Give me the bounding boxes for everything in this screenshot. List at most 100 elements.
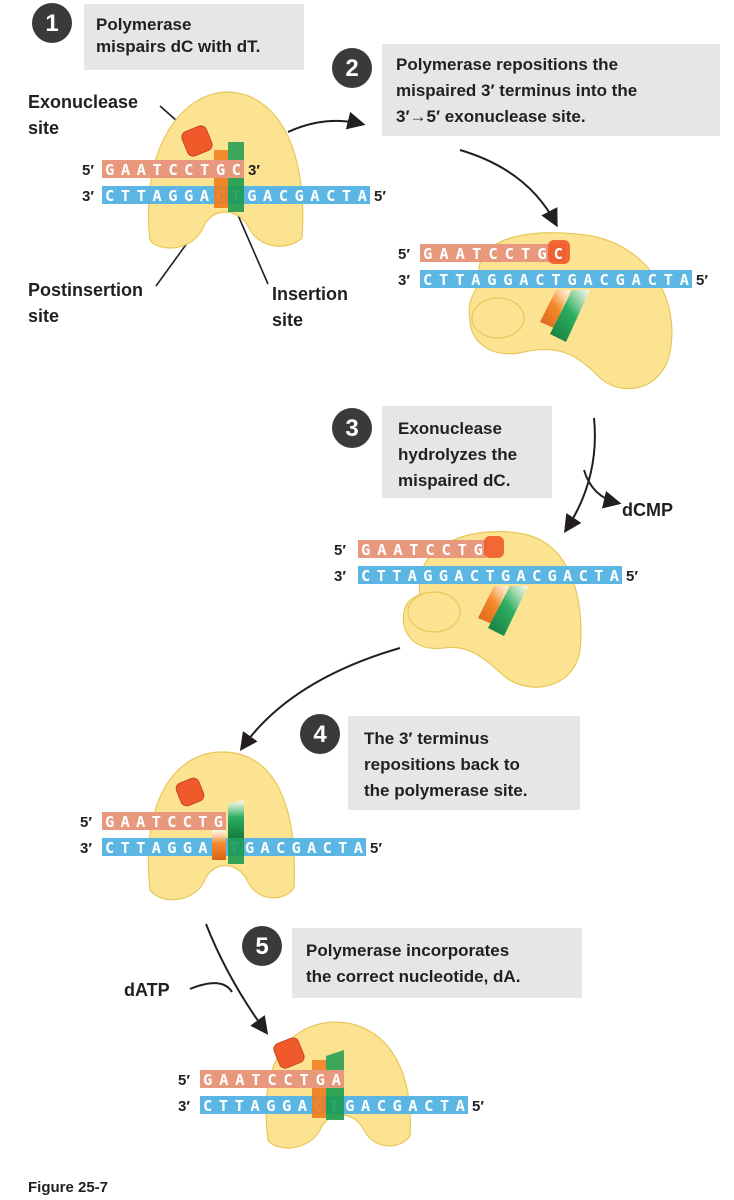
top-strand-seq-step-1: GAATCCTGC <box>105 161 241 179</box>
arrow-dcmp-release <box>583 469 622 509</box>
step-1-number: 1 <box>45 10 58 37</box>
top-5prime-step-3: 5′ <box>334 542 346 559</box>
step-5-line-2: the correct nucleotide, dA. <box>306 967 520 986</box>
postinsertion-site-marker-bottom <box>214 178 228 208</box>
step-3-line-3: mispaired dC. <box>398 471 510 490</box>
datp-label: dATP <box>124 980 170 1000</box>
postinsertion-site-marker <box>212 830 226 860</box>
step-4-badge <box>300 714 340 754</box>
step-1-line-1: Polymerase <box>96 15 191 34</box>
step-1: 1 Polymerase mispairs dC with dT. <box>32 3 304 70</box>
insertion-site-label-2: site <box>272 310 303 330</box>
dcmp-label: dCMP <box>622 500 673 520</box>
arrow-step5-down <box>205 923 269 1035</box>
bottom-5prime-step-5: 5′ <box>472 1098 484 1115</box>
step-3-badge <box>332 408 372 448</box>
step-2: 2 Polymerase repositions the mispaired 3… <box>332 44 720 136</box>
insertion-site-pointer <box>233 205 269 285</box>
top-5prime-step-1: 5′ <box>82 162 94 179</box>
insertion-site-marker-bottom <box>326 1088 344 1120</box>
polymerase-step-5: GAATCCTGA 5′ CTTAGGACTGACGACTA 3′ 5′ <box>178 1021 484 1149</box>
top-5prime-step-4: 5′ <box>80 814 92 831</box>
step-5-box <box>292 928 582 998</box>
bottom-3prime-step-2: 3′ <box>398 272 410 289</box>
exonuclease-site-marker <box>175 777 205 807</box>
top-3prime-step-1: 3′ <box>248 162 260 179</box>
step-3-line-2: hydrolyzes the <box>398 445 517 464</box>
postinsertion-site-marker <box>478 586 508 624</box>
bottom-5prime-step-1: 5′ <box>374 188 386 205</box>
step-4: 4 The 3′ terminus repositions back to th… <box>300 714 580 810</box>
step-4-line-1: The 3′ terminus <box>364 729 489 748</box>
step-5: 5 Polymerase incorporates the correct nu… <box>242 926 582 998</box>
insertion-site-marker <box>488 586 528 636</box>
insertion-site-marker-bottom <box>228 838 244 864</box>
arrow-step2-down <box>459 149 558 228</box>
arrow-step4-down <box>239 647 401 751</box>
step-5-number: 5 <box>255 933 268 960</box>
postinsertion-site-marker <box>540 290 570 328</box>
step-5-badge <box>242 926 282 966</box>
insertion-site-marker <box>550 290 590 342</box>
step-3-box <box>382 406 552 498</box>
step-2-line-1: Polymerase repositions the <box>396 55 618 74</box>
step-3-number: 3 <box>345 415 358 442</box>
top-strand-step-4 <box>102 812 226 830</box>
bottom-strand-step-3 <box>358 566 622 584</box>
exonuclease-site-label-1: Exonuclease <box>28 92 138 112</box>
polymerase-step-3: GAATCCTG 5′ CTTAGGACTGACGACTA 3′ 5′ <box>334 531 638 688</box>
step-1-box <box>84 4 304 70</box>
step-3-line-1: Exonuclease <box>398 419 502 438</box>
top-strand-step-5 <box>200 1070 344 1088</box>
polymerase-step-4: GAATCCTG 5′ CTTAGGACTGACGACTA 3′ 5′ <box>80 751 382 901</box>
step-1-line-2: mispairs dC with dT. <box>96 37 260 56</box>
insertion-site-label-1: Insertion <box>272 284 348 304</box>
postinsertion-site-label-1: Postinsertion <box>28 280 143 300</box>
bottom-strand-seq-step-3: CTTAGGACTGACGACTA <box>361 567 620 585</box>
polymerase-lobe <box>407 591 461 633</box>
step-4-line-2: repositions back to <box>364 755 520 774</box>
exonuclease-site-marker <box>273 1037 305 1069</box>
step-2-line-2: mispaired 3′ terminus into the <box>396 81 637 100</box>
step-2-number: 2 <box>345 55 358 82</box>
figure-label: Figure 25-7 <box>28 1179 108 1196</box>
bottom-strand-seq-step-2: CTTAGGACTGACGACTA <box>423 271 690 289</box>
top-strand-step-1 <box>102 160 244 178</box>
top-strand-seq-step-2: GAATCCTGC <box>423 245 563 263</box>
bottom-strand-step-2 <box>420 270 692 288</box>
top-5prime-step-5: 5′ <box>178 1072 190 1089</box>
top-strand-step-2 <box>420 244 566 262</box>
exonuclease-site-marker <box>181 125 213 157</box>
postinsertion-site-marker-bottom <box>312 1088 326 1118</box>
exonuclease-site-marker <box>484 536 504 558</box>
top-5prime-step-2: 5′ <box>398 246 410 263</box>
bottom-3prime-step-4: 3′ <box>80 840 92 857</box>
exonuclease-site-label-2: site <box>28 118 59 138</box>
bottom-3prime-step-3: 3′ <box>334 568 346 585</box>
step-5-line-1: Polymerase incorporates <box>306 941 509 960</box>
step-3: 3 Exonuclease hydrolyzes the mispaired d… <box>332 406 552 498</box>
postinsertion-site-label-2: site <box>28 306 59 326</box>
polymerase-step-1: GAATCCTGC 5′ 3′ CTTAGGACTGACGACTA 3′ 5′ <box>82 91 386 249</box>
step-2-box <box>382 44 720 136</box>
top-strand-seq-step-5: GAATCCTGA <box>203 1071 342 1089</box>
step-4-box <box>348 716 580 810</box>
arrow-step1-to-step2 <box>287 111 366 133</box>
step-1-badge <box>32 3 72 43</box>
bottom-3prime-step-1: 3′ <box>82 188 94 205</box>
arrow-step3-down <box>564 417 596 534</box>
bottom-5prime-step-2: 5′ <box>696 272 708 289</box>
polymerase-step-2: GAATCCTGC 5′ CTTAGGACTGACGACTA 3′ 5′ <box>398 232 708 390</box>
bottom-5prime-step-4: 5′ <box>370 840 382 857</box>
top-strand-step-3 <box>358 540 486 558</box>
step-4-line-3: the polymerase site. <box>364 781 527 800</box>
step-2-badge <box>332 48 372 88</box>
polymerase-lobe <box>471 297 525 339</box>
step-2-line-3: 3′→5′ exonuclease site. <box>396 107 586 126</box>
exonuclease-site-marker <box>548 240 570 264</box>
bottom-5prime-step-3: 5′ <box>626 568 638 585</box>
insertion-site-marker-top <box>228 800 244 838</box>
arrow-datp-join <box>189 982 233 993</box>
step-4-number: 4 <box>313 721 327 748</box>
